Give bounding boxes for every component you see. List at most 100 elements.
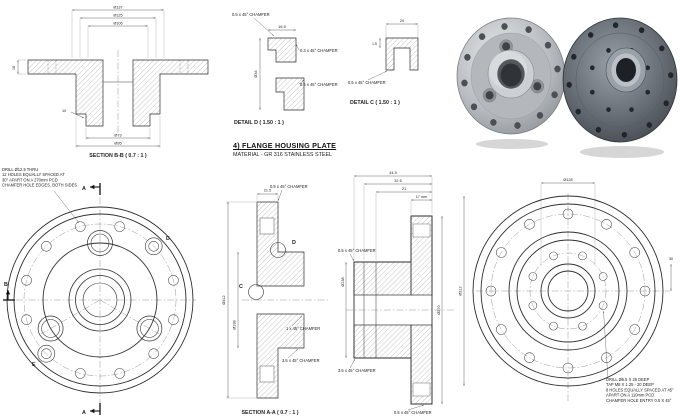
extension-lines xyxy=(18,11,165,148)
note-line: DRILL Ø12.5 THRU xyxy=(2,167,38,172)
side-section-view: 44.5 32.5 21 17 mm Ø270 Ø138 0.5 x 45° C… xyxy=(338,171,454,415)
dim-label: Ø137 xyxy=(113,6,122,10)
dim-label: 16 xyxy=(12,66,16,70)
dim-label: 10 xyxy=(62,109,66,113)
hub-wall-section-upper xyxy=(267,37,297,63)
dim-label: 44.5 xyxy=(389,171,396,175)
leader-line xyxy=(349,358,356,369)
centerline-diag-1 xyxy=(40,299,101,335)
detail-marker-label: C xyxy=(239,284,243,290)
section-upper-half xyxy=(256,201,305,287)
title-index: 4) xyxy=(233,141,240,150)
drill-note: DRILL Ø12.5 THRU 12 HOLES EQUALLY SPACED… xyxy=(2,167,80,224)
section-bb-view: Ø137 Ø125 Ø106 16 10 Ø73 Ø95 SECTION B-B… xyxy=(12,6,209,159)
bolt-hole-section xyxy=(259,217,275,235)
dim-label: Ø128 xyxy=(563,178,572,182)
title-name: FLANGE HOUSING PLATE xyxy=(242,141,337,150)
note-line: CHAMFER HOLE ENTRY 0.5 X 45° xyxy=(606,398,672,403)
extension-lines xyxy=(385,25,419,37)
leader-line xyxy=(349,253,355,262)
view-title: DETAIL C ( 1.50 : 1 ) xyxy=(350,100,400,106)
bolt-holes xyxy=(485,208,651,374)
bolt-hole-section xyxy=(412,382,431,397)
chamfer-callout: 1 x 45° CHAMFER xyxy=(286,326,320,331)
centerline-diag-2 xyxy=(99,299,160,335)
extension-lines xyxy=(540,184,596,266)
flange-section-left xyxy=(27,59,104,127)
dim-label: 1.5 xyxy=(372,42,377,46)
chamfer-callout: 0.3 x 45° CHAMFER xyxy=(300,48,338,53)
dimension-lines xyxy=(17,9,164,147)
dim-label: Ø198 xyxy=(233,320,237,329)
view-title: SECTION B-B ( 0.7 : 1 ) xyxy=(89,153,147,159)
dim-label: Ø125 xyxy=(113,14,122,18)
rim-bolt-holes xyxy=(461,23,561,129)
chamfer-callout: 0.5 x 45° CHAMFER xyxy=(338,248,376,253)
detail-marker-label: D xyxy=(166,236,170,242)
section-a-markers: A A xyxy=(82,183,101,416)
counterbore-holes xyxy=(37,230,163,342)
dim-label: 21.5 xyxy=(264,189,271,193)
shadow xyxy=(580,146,664,158)
note-line: APART ON A 110mm PCD xyxy=(606,393,654,398)
dim-label: 16.5 xyxy=(278,25,285,29)
dim-label: 20 xyxy=(400,19,404,23)
counterbore-holes xyxy=(482,39,545,103)
detail-c-view: 20 1.5 0.5 x 45° CHAMFER DETAIL C ( 1.50… xyxy=(348,19,419,106)
drawing-title: 4) FLANGE HOUSING PLATE xyxy=(233,141,336,150)
bolt-pcd-circle xyxy=(490,213,646,369)
note-line: 12 HOLES EQUALLY SPACED AT xyxy=(2,172,65,177)
render-front-iso xyxy=(456,17,566,149)
dim-label: 30 xyxy=(669,257,673,261)
dim-label: 32.5 xyxy=(394,179,401,183)
chamfer-callout: 0.5 x 45° CHAMFER xyxy=(300,82,338,87)
render-back-iso xyxy=(562,17,678,158)
hub-wall-section-lower xyxy=(275,77,305,111)
dim-label: Ø270 xyxy=(437,305,441,314)
chamfer-callout: 0.5 x 45° CHAMFER xyxy=(394,410,432,415)
detail-marker-label: E xyxy=(32,362,36,368)
chamfer-callout: 3.5 x 45° CHAMFER xyxy=(282,358,320,363)
material-note: MATERIAL - GR 316 STAINLESS STEEL xyxy=(233,151,333,158)
dim-label: Ø95 xyxy=(114,142,121,146)
section-marker-label: B xyxy=(4,282,8,288)
leader-line xyxy=(367,70,388,81)
bore xyxy=(616,58,636,82)
detail-marker-label: D xyxy=(292,240,296,246)
leader-line xyxy=(53,190,80,224)
tap-pcd-circle xyxy=(529,252,607,330)
chamfer-callout: 3.5 x 45° CHAMFER xyxy=(338,368,376,373)
chamfer-callout: 0.5 x 45° CHAMFER xyxy=(270,184,308,189)
bolt-hole-section xyxy=(412,223,431,238)
bolt-hole-hidden-lines xyxy=(47,60,189,74)
cap-section xyxy=(385,37,419,71)
leader-line xyxy=(291,315,303,327)
detail-d-view: 0.5 x 45° CHAMFER 0.3 x 45° CHAMFER 0.5 … xyxy=(232,12,338,126)
note-line: TAP M8 X 1.25 - 20 DEEP xyxy=(606,382,654,387)
dim-label: Ø106 xyxy=(113,22,122,26)
view-title: DETAIL D ( 1.50 : 1 ) xyxy=(234,120,284,126)
detail-markers: D E xyxy=(32,236,170,368)
note-line: 8 HOLES EQUALLY SPACED AT 45° xyxy=(606,387,674,392)
center-hub xyxy=(68,268,132,332)
leader-line xyxy=(295,43,300,51)
front-view: DRILL Ø12.5 THRU 12 HOLES EQUALLY SPACED… xyxy=(2,167,196,416)
section-hatch-regions xyxy=(353,215,433,405)
note-line: 30° APART ON A 270mm PCD xyxy=(2,177,58,182)
flange-circles xyxy=(472,195,664,387)
dim-label: Ø312 xyxy=(222,295,226,304)
leader-line xyxy=(603,310,609,380)
flange-section-right xyxy=(132,59,209,127)
section-marker-label: A xyxy=(82,410,86,416)
chamfer-callout: 0.5 x 45° CHAMFER xyxy=(232,12,270,17)
chamfer-callout: 0.5 x 45° CHAMFER xyxy=(348,80,386,85)
tap-note: DRILL Ø6.5 X 25 DEEP TAP M8 X 1.25 - 20 … xyxy=(603,310,674,403)
part-outline xyxy=(353,215,433,405)
dim-label: Ø138 xyxy=(341,277,345,286)
title-block: 4) FLANGE HOUSING PLATE MATERIAL - GR 31… xyxy=(233,141,336,158)
face-ring xyxy=(575,32,665,128)
rim-bolt-holes xyxy=(566,22,674,138)
flange-circles xyxy=(6,206,194,394)
extension-lines xyxy=(226,195,279,399)
leader-line xyxy=(253,17,275,37)
